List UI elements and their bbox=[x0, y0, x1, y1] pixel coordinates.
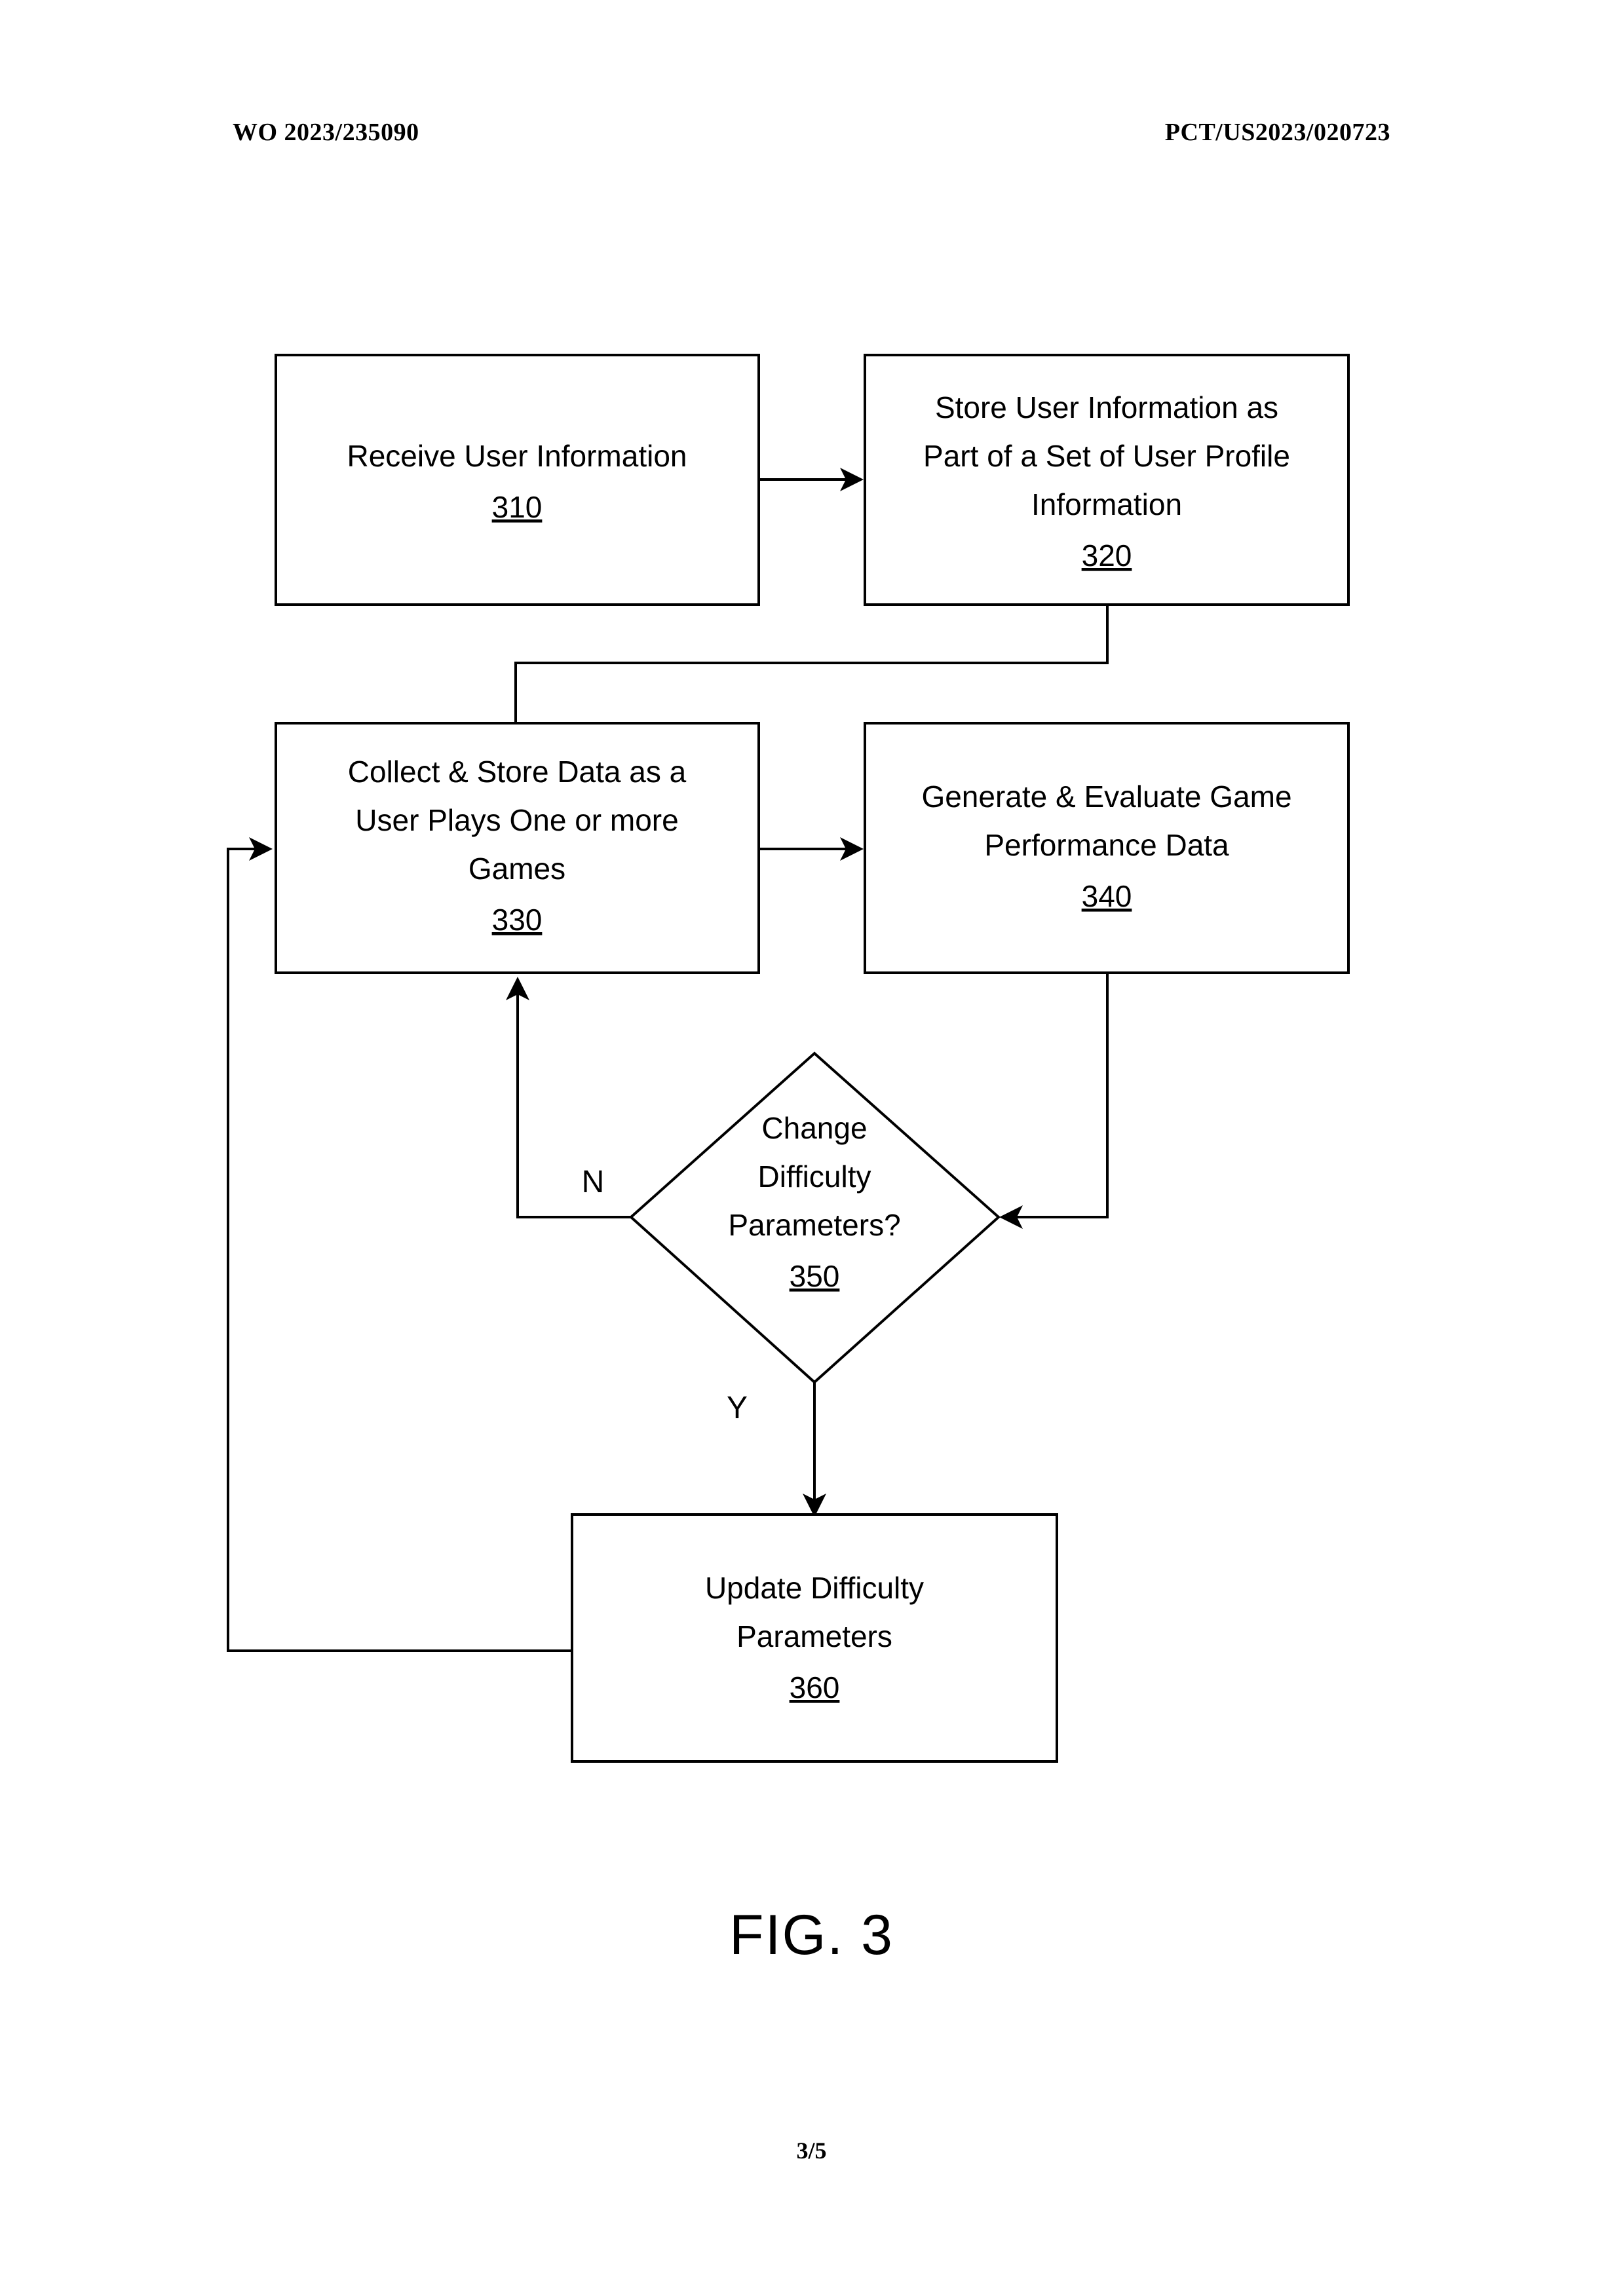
node-360-line-1: Parameters bbox=[736, 1619, 892, 1653]
node-320-ref: 320 bbox=[1082, 538, 1132, 573]
node-310-ref: 310 bbox=[492, 490, 543, 524]
connector-350-no-to-330 bbox=[506, 977, 631, 1218]
node-310-receive-user-information[interactable]: Receive User Information 310 bbox=[275, 354, 760, 606]
header-application-number: PCT/US2023/020723 bbox=[1164, 119, 1390, 146]
node-330-collect-store-data[interactable]: Collect & Store Data as a User Plays One… bbox=[275, 722, 760, 974]
header-publication-number: WO 2023/235090 bbox=[233, 119, 419, 146]
node-350-ref: 350 bbox=[790, 1259, 840, 1293]
connector-340-to-350 bbox=[999, 973, 1109, 1229]
branch-label-no: N bbox=[582, 1165, 605, 1199]
node-350-line-0: Change bbox=[761, 1111, 867, 1145]
node-350-line-1: Difficulty bbox=[758, 1159, 871, 1194]
node-330-ref: 330 bbox=[492, 903, 543, 937]
node-320-store-user-information[interactable]: Store User Information as Part of a Set … bbox=[864, 354, 1350, 606]
figure-caption: FIG. 3 bbox=[729, 1904, 894, 1967]
node-320-line-1: Part of a Set of User Profile bbox=[923, 439, 1290, 473]
node-340-ref: 340 bbox=[1082, 879, 1132, 913]
branch-label-yes: Y bbox=[727, 1391, 748, 1425]
node-360-ref: 360 bbox=[790, 1670, 840, 1704]
page-number: 3/5 bbox=[796, 2137, 827, 2164]
node-340-line-0: Generate & Evaluate Game bbox=[921, 780, 1291, 814]
node-320-line-2: Information bbox=[1031, 487, 1182, 521]
connector-360-to-330 bbox=[227, 837, 572, 1652]
node-330-line-2: Games bbox=[468, 852, 565, 886]
node-330-line-1: User Plays One or more bbox=[355, 803, 678, 837]
node-340-generate-evaluate-performance[interactable]: Generate & Evaluate Game Performance Dat… bbox=[864, 722, 1350, 974]
node-350-change-difficulty-decision[interactable]: Change Difficulty Parameters? 350 bbox=[629, 1051, 1001, 1384]
node-340-line-1: Performance Data bbox=[984, 828, 1229, 862]
flowchart-diagram: Receive User Information 310 Store User … bbox=[227, 354, 1350, 1763]
node-310-line-0: Receive User Information bbox=[347, 439, 687, 473]
node-350-line-2: Parameters? bbox=[728, 1208, 900, 1242]
node-360-line-0: Update Difficulty bbox=[705, 1571, 924, 1605]
node-320-line-0: Store User Information as bbox=[935, 390, 1278, 424]
node-330-line-0: Collect & Store Data as a bbox=[348, 755, 687, 789]
node-360-update-difficulty-parameters[interactable]: Update Difficulty Parameters 360 bbox=[571, 1513, 1058, 1763]
